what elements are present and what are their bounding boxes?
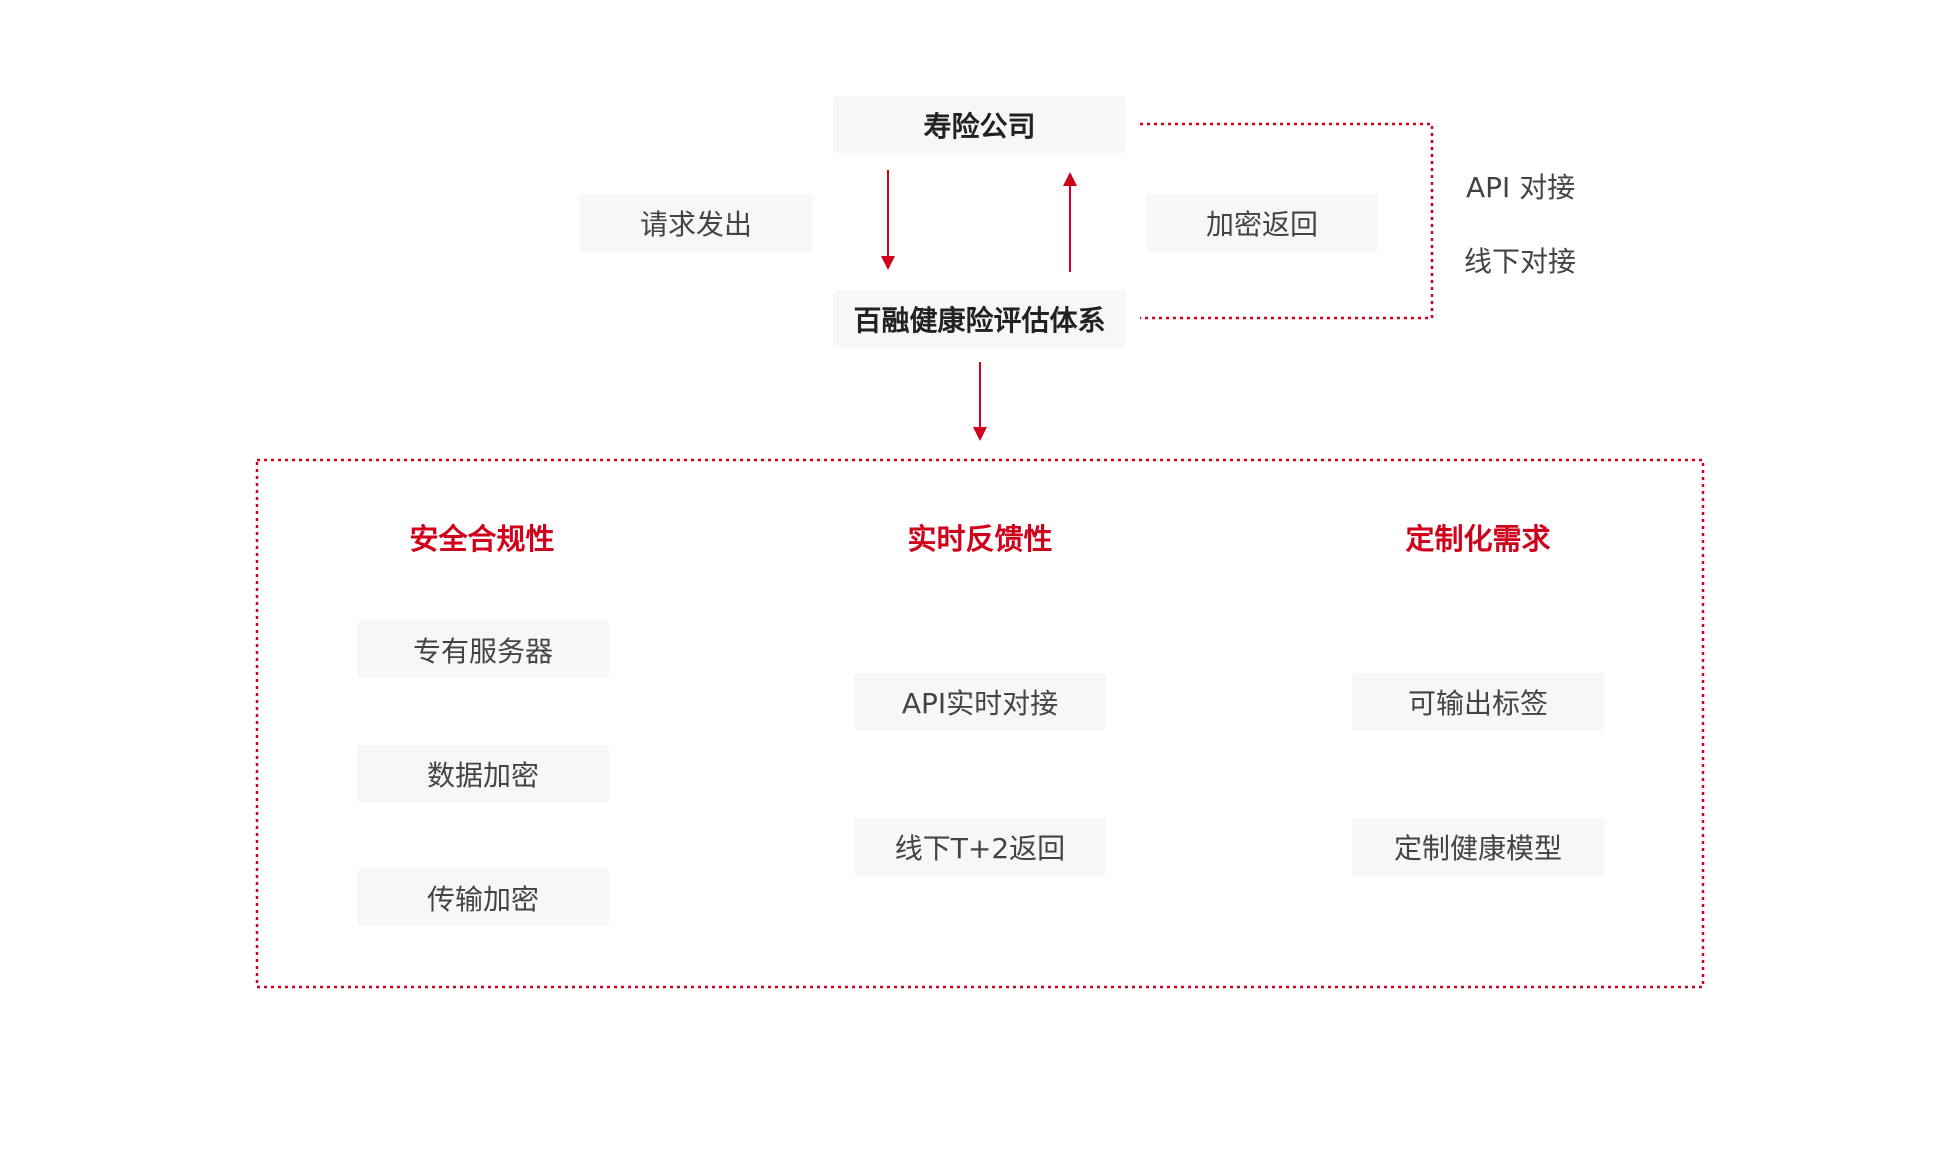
- api-link-label: API 对接: [1466, 171, 1576, 204]
- feature-item-label: 可输出标签: [1407, 686, 1548, 720]
- feature-item-label: 定制健康模型: [1393, 831, 1562, 865]
- request-label: 请求发出: [639, 207, 752, 241]
- encrypted-return-box: 加密返回: [1146, 194, 1378, 251]
- column-heading-custom: 定制化需求: [1405, 522, 1551, 556]
- feature-item-label: API实时对接: [901, 686, 1059, 720]
- feature-item-transport-encryption: 传输加密: [357, 869, 609, 926]
- feature-item-custom-model: 定制健康模型: [1352, 818, 1604, 875]
- feature-item-data-encryption: 数据加密: [357, 745, 609, 802]
- integration-bracket: [1140, 122, 1434, 320]
- encrypted-return-label: 加密返回: [1205, 207, 1318, 241]
- feature-item-label: 数据加密: [426, 758, 539, 792]
- system-node-label: 百融健康险评估体系: [853, 303, 1106, 337]
- return-arrowhead: [1063, 172, 1077, 186]
- feature-item-label: 传输加密: [426, 882, 539, 916]
- request-arrowhead: [881, 256, 895, 270]
- feature-item-output-tags: 可输出标签: [1352, 673, 1604, 730]
- offline-link-label: 线下对接: [1464, 245, 1577, 278]
- column-heading-security: 安全合规性: [409, 522, 555, 556]
- feature-item-api-realtime: API实时对接: [854, 673, 1106, 730]
- feature-item-label: 线下T+2返回: [894, 831, 1066, 865]
- request-label-box: 请求发出: [580, 194, 812, 251]
- system-node: 百融健康险评估体系: [833, 290, 1126, 347]
- feature-item-label: 专有服务器: [412, 634, 553, 668]
- insurer-node: 寿险公司: [833, 96, 1126, 153]
- feature-item-offline-t2: 线下T+2返回: [854, 818, 1106, 875]
- feature-item-dedicated-server: 专有服务器: [357, 621, 609, 678]
- system-down-arrowhead: [973, 427, 987, 441]
- column-heading-realtime: 实时反馈性: [907, 522, 1053, 556]
- insurer-node-label: 寿险公司: [923, 109, 1036, 143]
- features-container: [255, 458, 1705, 989]
